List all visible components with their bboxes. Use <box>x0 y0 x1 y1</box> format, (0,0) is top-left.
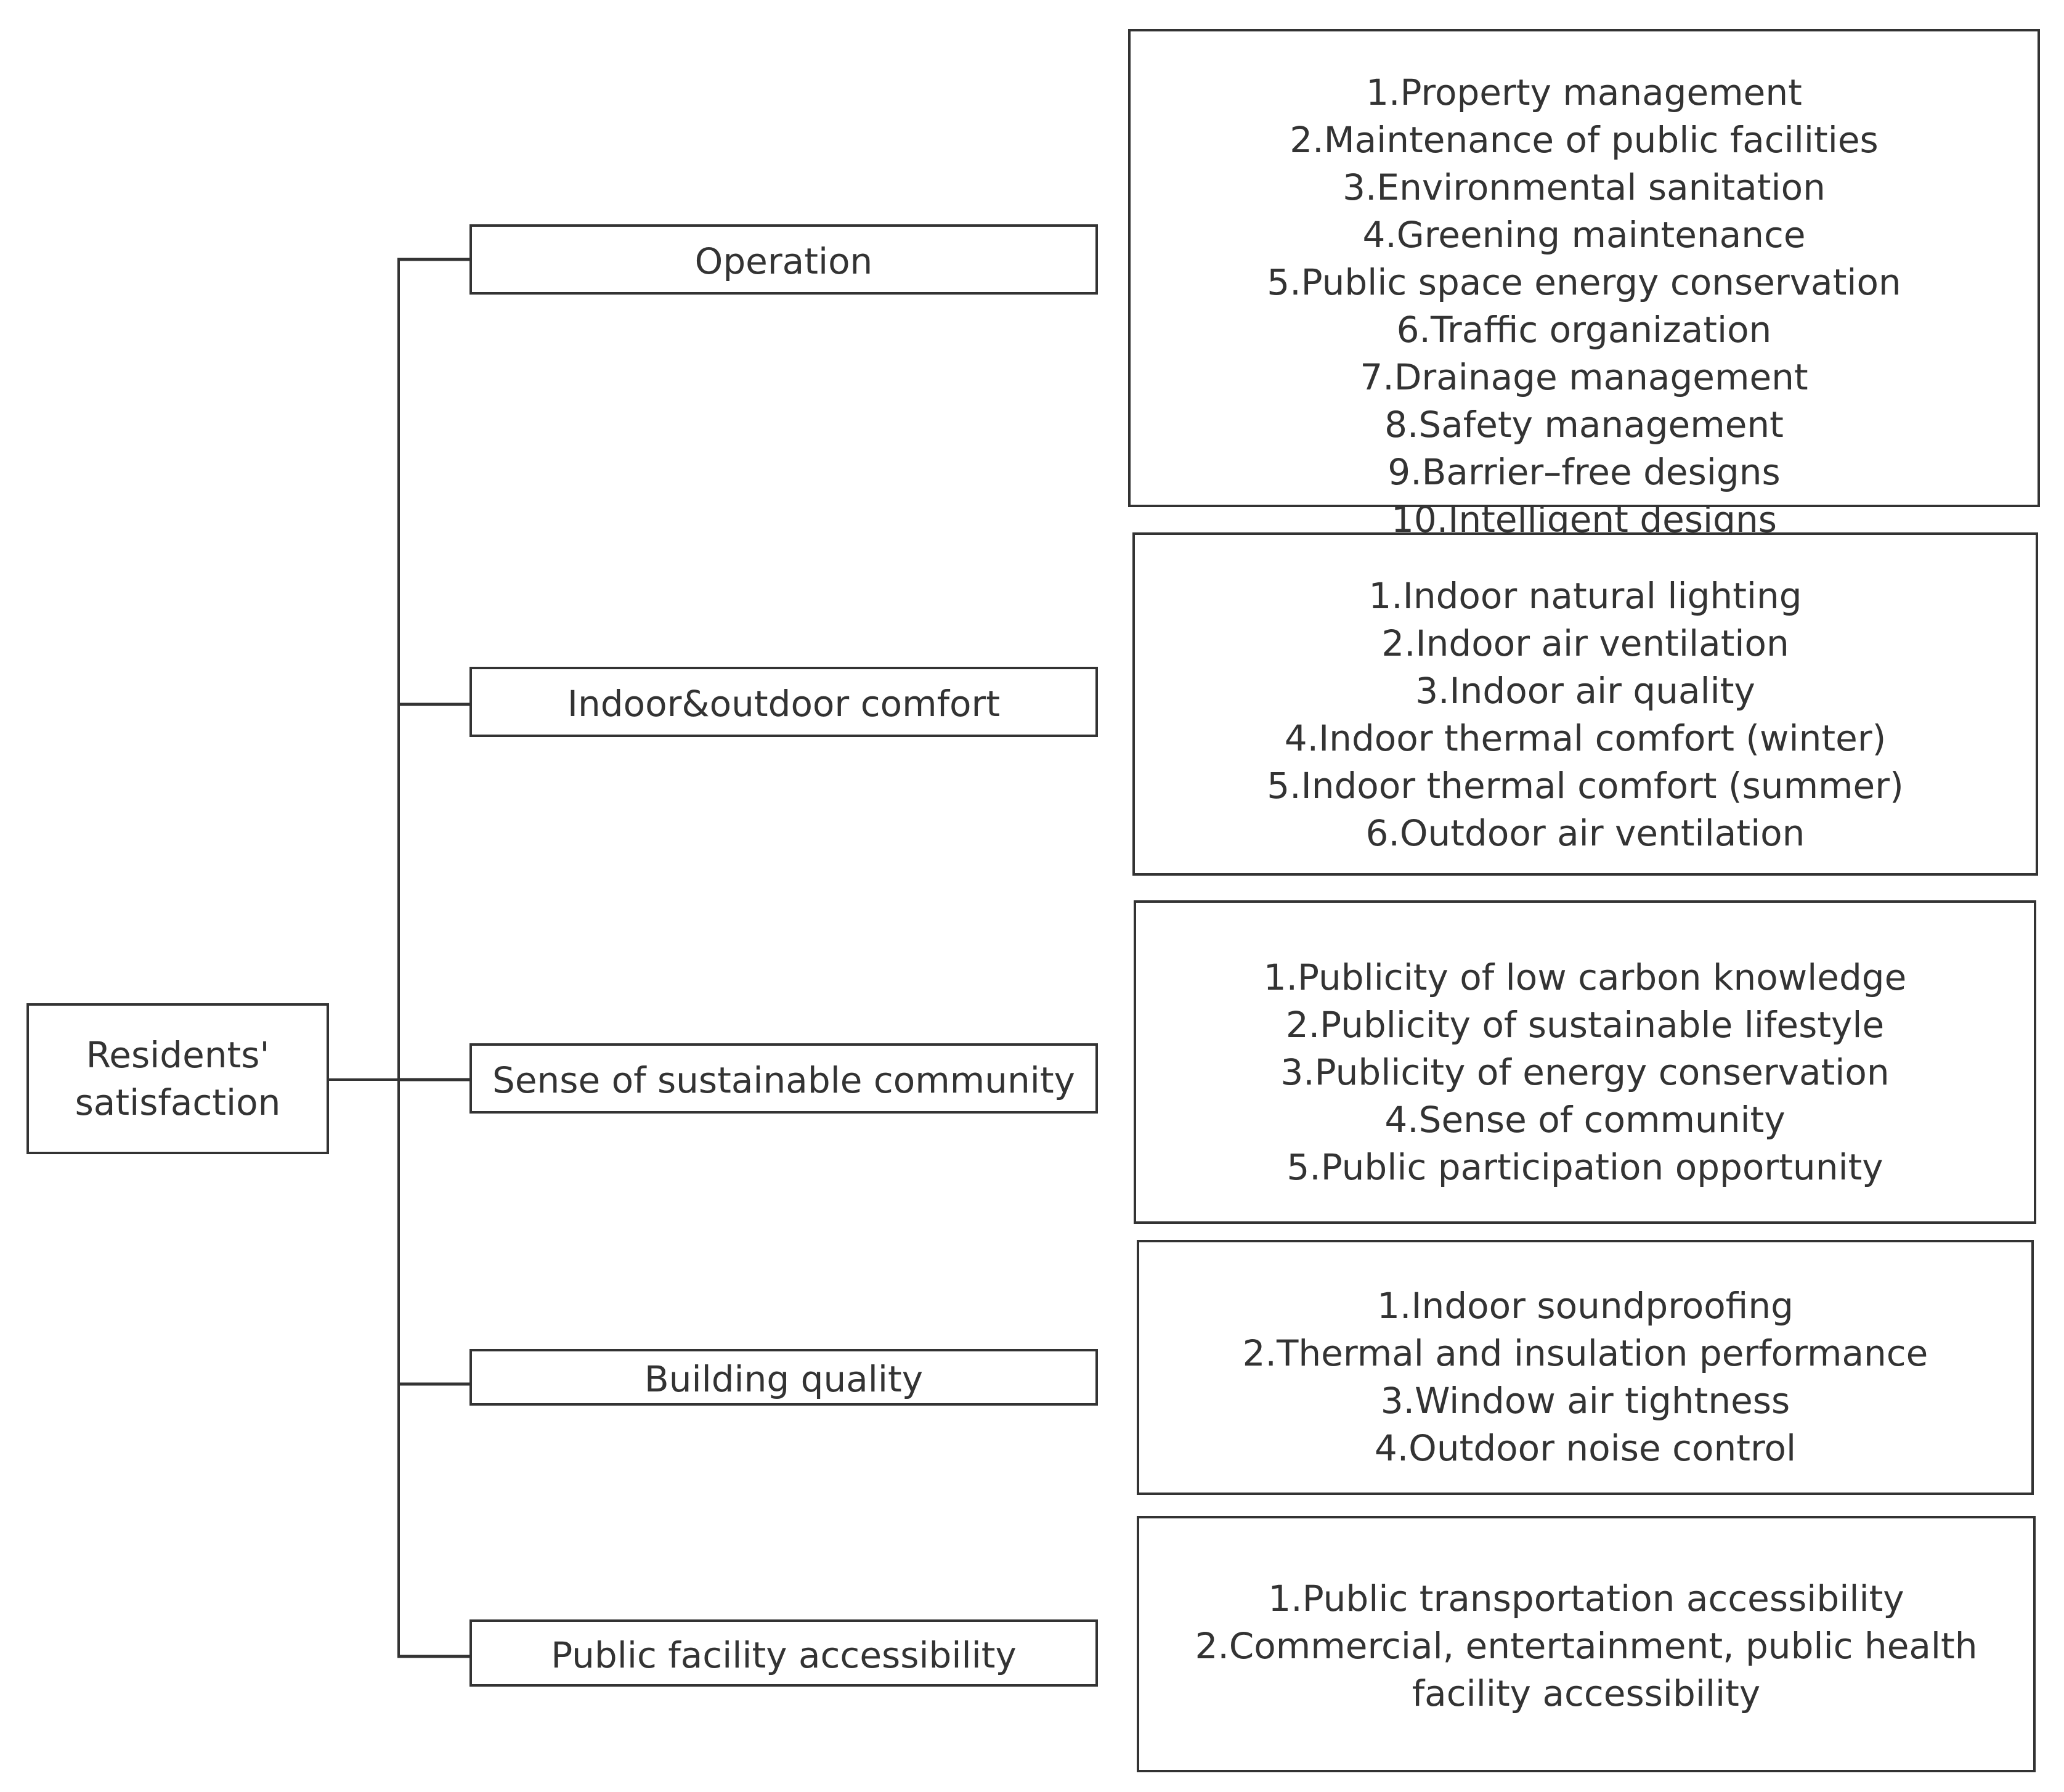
detail-item: 1.Indoor soundproofing <box>1377 1285 1794 1327</box>
detail-box-indoor-outdoor-comfort: 1.Indoor natural lighting 2.Indoor air v… <box>1132 532 2038 876</box>
detail-item: 8.Safety management <box>1384 404 1784 446</box>
category-label: Sense of sustainable community <box>492 1059 1075 1101</box>
category-indoor-outdoor-comfort: Indoor&outdoor comfort <box>469 667 1098 737</box>
detail-item: 1.Public transportation accessibility <box>1268 1578 1904 1619</box>
detail-item: 4.Indoor thermal comfort (winter) <box>1284 717 1887 759</box>
category-sense-of-sustainable-community: Sense of sustainable community <box>469 1043 1098 1114</box>
detail-box-building-quality: 1.Indoor soundproofing 2.Thermal and ins… <box>1137 1240 2034 1495</box>
category-building-quality: Building quality <box>469 1349 1098 1406</box>
detail-item: 3.Window air tightness <box>1380 1380 1790 1422</box>
detail-item: 5.Public participation opportunity <box>1286 1146 1883 1188</box>
category-label: Public facility accessibility <box>551 1634 1017 1676</box>
detail-item: 1.Publicity of low carbon knowledge <box>1263 956 1907 998</box>
category-public-facility-accessibility: Public facility accessibility <box>469 1619 1098 1687</box>
root-label-line-2: satisfaction <box>75 1081 281 1123</box>
detail-item: 3.Indoor air quality <box>1415 670 1755 712</box>
detail-item: 6.Traffic organization <box>1396 309 1772 351</box>
detail-item: 2.Thermal and insulation performance <box>1242 1332 1928 1374</box>
detail-item: 4.Outdoor noise control <box>1374 1427 1797 1469</box>
detail-item: facility accessibility <box>1412 1672 1761 1714</box>
detail-item: 6.Outdoor air ventilation <box>1365 812 1805 854</box>
detail-item: 9.Barrier–free designs <box>1388 451 1781 493</box>
detail-item: 7.Drainage management <box>1360 356 1808 398</box>
root-node: Residents' satisfaction <box>26 1003 329 1154</box>
detail-box-sense-of-sustainable-community: 1.Publicity of low carbon knowledge 2.Pu… <box>1134 900 2036 1224</box>
detail-item: 4.Greening maintenance <box>1362 214 1806 256</box>
category-label: Indoor&outdoor comfort <box>567 683 1001 725</box>
root-label-line-1: Residents' <box>86 1033 270 1076</box>
detail-item: 5.Public space energy conservation <box>1267 261 1901 303</box>
detail-item: 1.Property management <box>1366 71 1802 113</box>
detail-box-operation: 1.Property management 2.Maintenance of p… <box>1128 29 2040 540</box>
detail-item: 2.Indoor air ventilation <box>1381 622 1789 664</box>
detail-box-public-facility-accessibility: 1.Public transportation accessibility 2.… <box>1137 1516 2036 1772</box>
detail-item: 2.Publicity of sustainable lifestyle <box>1285 1004 1885 1046</box>
detail-item: 2.Commercial, entertainment, public heal… <box>1195 1625 1978 1667</box>
category-operation: Operation <box>469 224 1098 295</box>
detail-item: 4.Sense of community <box>1384 1099 1786 1141</box>
detail-item: 3.Publicity of energy conservation <box>1280 1051 1890 1093</box>
detail-item: 5.Indoor thermal comfort (summer) <box>1267 765 1904 807</box>
detail-item: 3.Environmental sanitation <box>1343 166 1826 208</box>
detail-item: 1.Indoor natural lighting <box>1368 575 1802 617</box>
category-label: Operation <box>694 240 873 282</box>
category-label: Building quality <box>644 1358 924 1400</box>
detail-item: 2.Maintenance of public facilities <box>1290 119 1879 161</box>
